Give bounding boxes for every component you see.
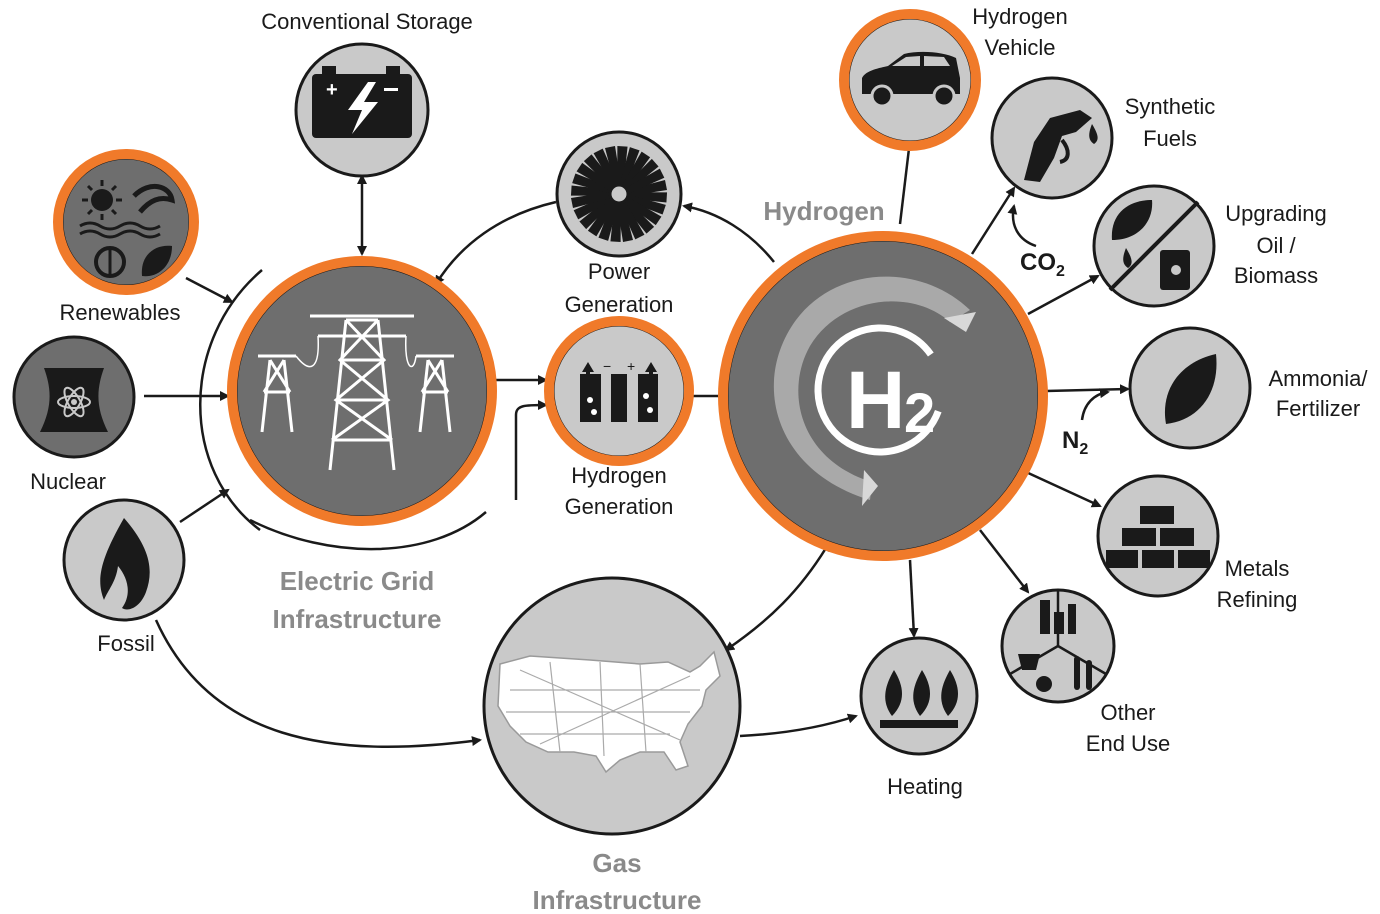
- electrolyzer-icon: − +: [580, 358, 658, 422]
- node-fossil: [62, 498, 186, 622]
- ammonia-label-line2: Fertilizer: [1276, 396, 1360, 421]
- h2-logo-icon: H 2: [773, 276, 976, 506]
- connector-arrows: [144, 139, 1130, 748]
- renewables-label: Renewables: [59, 300, 180, 325]
- lab-equipment-icon: [1009, 590, 1107, 692]
- hydrogen-hub-label: Hydrogen: [763, 196, 884, 226]
- upgrading-label-line3: Biomass: [1234, 263, 1318, 288]
- node-heating: [859, 636, 979, 756]
- arrow-fossil-gas: [154, 619, 482, 748]
- grid-label-line2: Infrastructure: [272, 604, 441, 634]
- node-upgrading: [1092, 184, 1216, 308]
- fuel-nozzle-icon: [1024, 110, 1098, 182]
- leaf-barrel-icon: [1108, 200, 1200, 292]
- synthetic-fuels-label-line1: Synthetic: [1125, 94, 1216, 119]
- hydrogen-vehicle-label-line1: Hydrogen: [972, 4, 1067, 29]
- arrow-gas-heating: [739, 713, 858, 738]
- svg-text:+: +: [627, 358, 635, 374]
- arrow-hub-heating: [908, 559, 919, 638]
- svg-text:−: −: [603, 358, 611, 374]
- node-power-generation: [555, 130, 683, 258]
- arrow-co2: [1007, 204, 1037, 248]
- ammonia-label-line1: Ammonia/: [1268, 366, 1368, 391]
- synthetic-fuels-label-line2: Fuels: [1143, 126, 1197, 151]
- burner-flames-icon: [880, 670, 958, 728]
- n2-subscript: 2: [1079, 441, 1088, 458]
- metals-refining-label-line1: Metals: [1225, 556, 1290, 581]
- node-hydrogen-hub: H 2: [718, 231, 1048, 561]
- turbine-icon: [570, 145, 668, 243]
- arrow-hub-other: [979, 529, 1030, 594]
- nuclear-label: Nuclear: [30, 469, 106, 494]
- leaf-icon: [1164, 354, 1217, 424]
- svg-text:CO2: CO2: [1020, 249, 1065, 280]
- arrow-hub-gas: [724, 541, 831, 652]
- transmission-tower-icon: [258, 314, 454, 471]
- co2-subscript: 2: [1056, 263, 1065, 280]
- node-gas-infrastructure: [482, 576, 742, 836]
- node-renewables: [53, 149, 199, 295]
- node-synthetic-fuels: [990, 76, 1114, 200]
- hydrogen-vehicle-label-line2: Vehicle: [985, 35, 1056, 60]
- fossil-label: Fossil: [97, 631, 154, 656]
- gas-infrastructure-label-line2: Infrastructure: [532, 885, 701, 914]
- hydrogen-generation-label-line1: Hydrogen: [571, 463, 666, 488]
- heating-label: Heating: [887, 774, 963, 799]
- node-hydrogen-generation: − +: [544, 316, 694, 466]
- arrow-hub-synthetic: [970, 186, 1016, 255]
- other-end-use-label-line1: Other: [1100, 700, 1155, 725]
- us-map-icon: [497, 650, 721, 774]
- node-nuclear: [12, 335, 136, 459]
- n2-label: N: [1062, 427, 1079, 454]
- arrow-hub-power: [682, 202, 775, 263]
- node-other-end-use: [1000, 588, 1116, 704]
- gas-infrastructure-label-line1: Gas: [592, 848, 641, 878]
- h2-logo-subscript: 2: [904, 381, 935, 444]
- renewables-icon: [79, 180, 176, 278]
- cooling-tower-icon: [40, 368, 108, 432]
- upgrading-label-line1: Upgrading: [1225, 201, 1327, 226]
- node-hydrogen-vehicle: [839, 9, 981, 151]
- node-electric-grid: [227, 256, 497, 526]
- arrow-n2: [1080, 388, 1110, 421]
- grid-bracket-lower: [249, 511, 487, 551]
- upgrading-label-line2: Oil /: [1256, 233, 1296, 258]
- svg-text:+: +: [326, 79, 338, 101]
- grid-label-line1: Electric Grid: [280, 566, 435, 596]
- arrow-fossil-grid: [179, 488, 230, 524]
- h2-logo-text: H: [846, 355, 905, 446]
- power-generation-label-line1: Power: [588, 259, 650, 284]
- hydrogen-generation-label-line2: Generation: [565, 494, 674, 519]
- grid-bracket-outer: [199, 269, 263, 531]
- flame-icon: [100, 518, 150, 610]
- arrow-hub-ammonia: [1045, 384, 1130, 395]
- other-end-use-label-line2: End Use: [1086, 731, 1170, 756]
- power-generation-label-line2: Generation: [565, 292, 674, 317]
- co2-label: CO: [1020, 249, 1056, 276]
- line-hub-vehicle: [898, 139, 912, 225]
- arrow-grid-h2gen-2: [514, 400, 548, 500]
- node-conventional-storage: +: [294, 42, 430, 178]
- arrow-hub-metals: [1025, 470, 1102, 508]
- metals-refining-label-line2: Refining: [1217, 587, 1298, 612]
- arrow-hub-upgrading: [1027, 274, 1100, 316]
- svg-text:N2: N2: [1062, 427, 1088, 458]
- conventional-storage-label: Conventional Storage: [261, 9, 473, 34]
- arrow-renewables-grid: [185, 276, 234, 304]
- arrow-power-grid: [434, 200, 557, 286]
- car-icon: [862, 51, 960, 108]
- node-ammonia: [1128, 326, 1252, 450]
- battery-icon: +: [312, 66, 412, 138]
- gold-bars-icon: [1106, 506, 1210, 568]
- node-metals-refining: [1096, 474, 1220, 598]
